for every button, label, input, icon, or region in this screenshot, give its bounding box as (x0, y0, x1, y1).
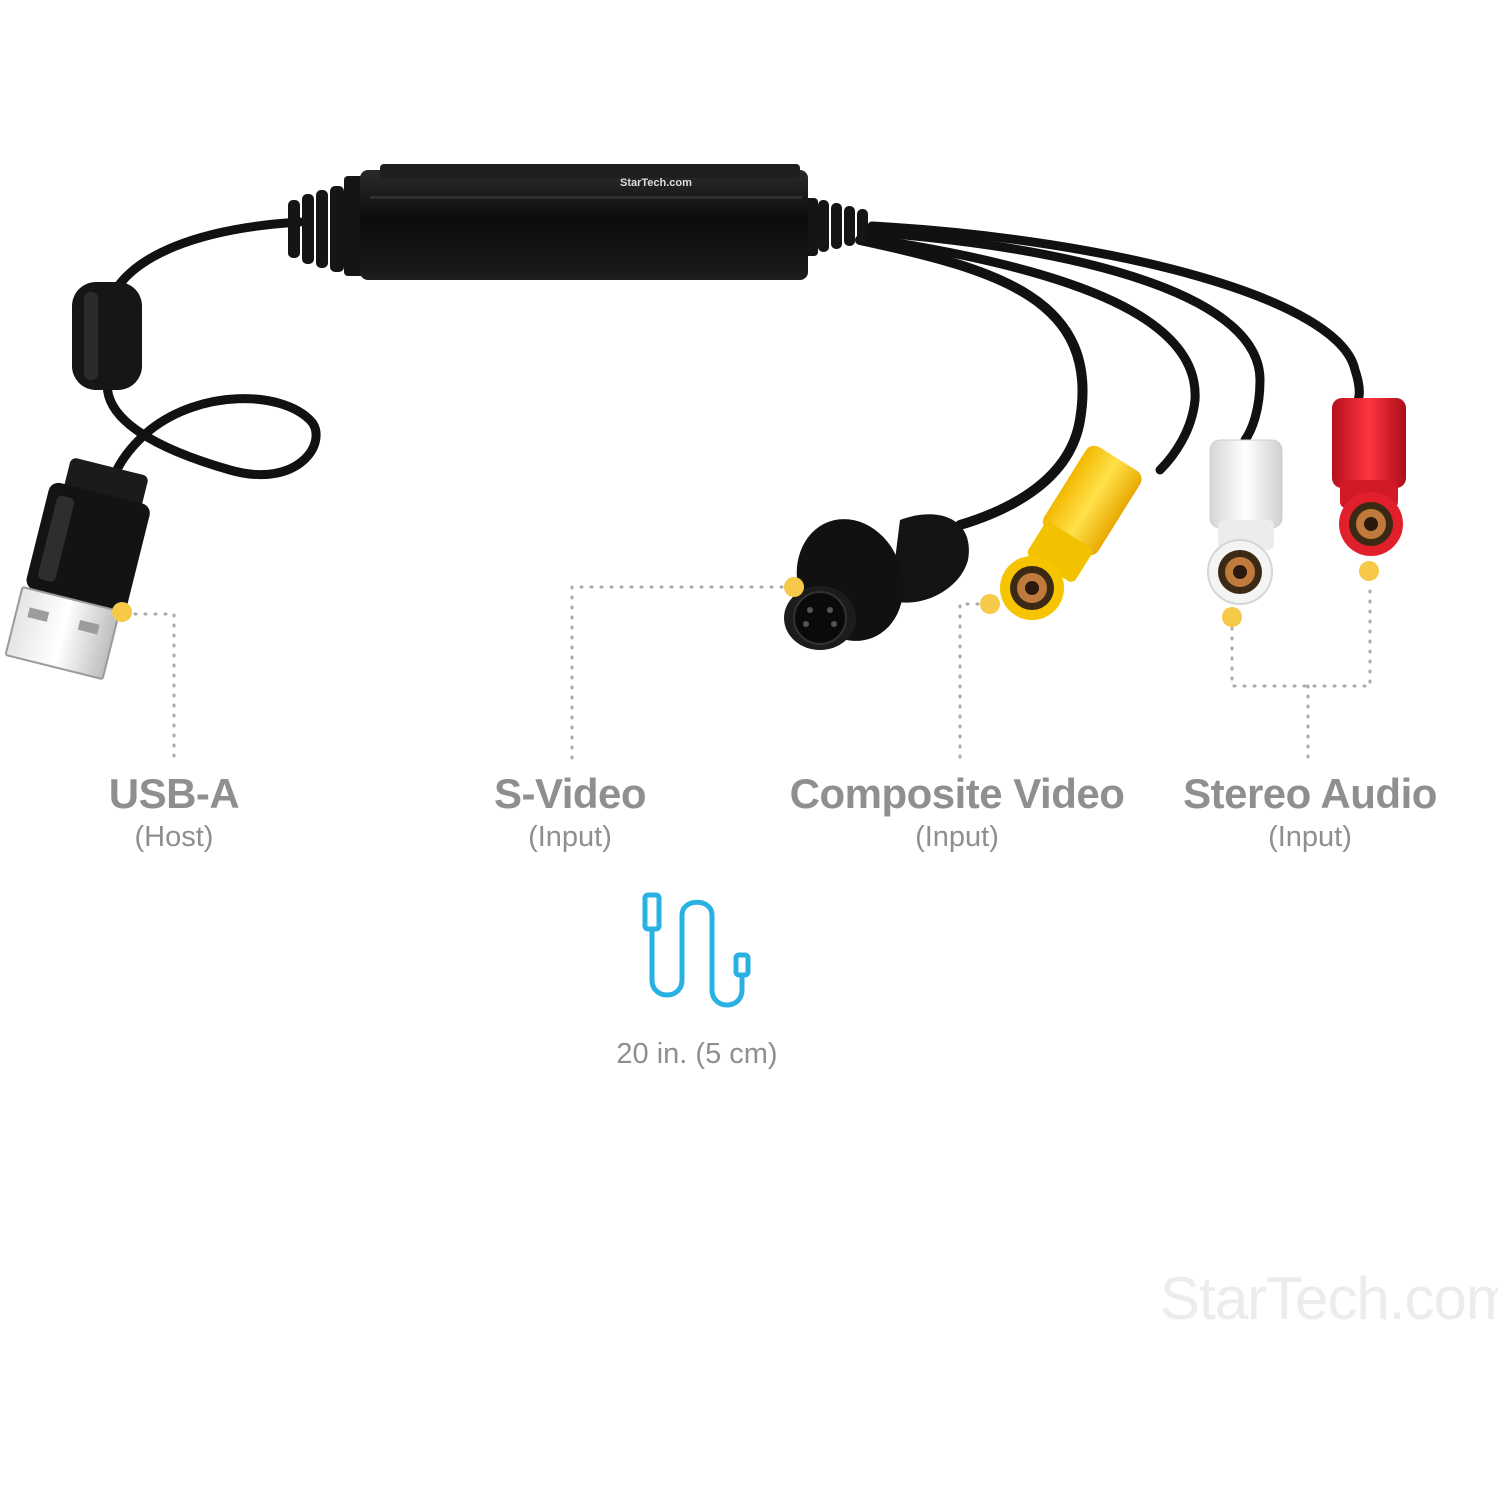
capture-device: StarTech.com (288, 164, 868, 280)
composite-marker-dot (980, 594, 1000, 614)
stereo-audio-title: Stereo Audio (1183, 770, 1437, 817)
composite-rca-plug (1027, 445, 1142, 582)
composite-video-subtitle: (Input) (915, 821, 999, 853)
audio-left-marker-dot (1222, 607, 1242, 627)
s-video-title: S-Video (493, 770, 647, 817)
svideo-leader-line (570, 585, 784, 762)
stereo-audio-label: Stereo Audio (Input) (1183, 770, 1437, 856)
composite-video-title: Composite Video (789, 770, 1125, 817)
right-strain-relief (800, 198, 868, 256)
audio-right-marker-dot (1359, 561, 1379, 581)
composite-rca-jack (1000, 556, 1064, 620)
usb-a-label: USB-A (Host) (109, 770, 240, 856)
s-video-label: S-Video (Input) (493, 770, 647, 856)
cables (102, 217, 1364, 530)
audio-right-cable (867, 221, 1364, 405)
usb-a-subtitle: (Host) (134, 821, 214, 853)
composite-cable (860, 233, 1200, 475)
composite-leader-line (958, 602, 980, 762)
usb-a-title: USB-A (108, 770, 240, 817)
composite-video-label: Composite Video (Input) (790, 770, 1125, 856)
usb-cable (105, 217, 305, 305)
cable-length-icon (642, 892, 751, 1008)
audio-right-rca-plug (1332, 398, 1406, 556)
left-strain-relief (288, 176, 368, 276)
svideo-cable (855, 235, 1088, 530)
leader-lines (133, 580, 1372, 762)
startech-watermark: StarTech.com (1160, 1265, 1498, 1332)
usb-a-plug (4, 458, 150, 680)
usb-leader-line (133, 612, 176, 762)
stereo-audio-subtitle: (Input) (1268, 821, 1352, 853)
device-brand-label: StarTech.com (620, 177, 692, 189)
usb-cable-loop (102, 373, 321, 505)
svideo-marker-dot (784, 577, 804, 597)
audio-left-rca-plug (1207, 439, 1283, 605)
s-video-subtitle: (Input) (528, 821, 612, 853)
cable-length-text: 20 in. (5 cm) (616, 1038, 778, 1070)
s-video-plug (784, 514, 969, 650)
ferrite-bead (72, 282, 142, 390)
audio-leader-line (1230, 580, 1372, 762)
usb-marker-dot (112, 602, 132, 622)
audio-left-cable (865, 227, 1265, 445)
marker-dots (112, 561, 1379, 627)
